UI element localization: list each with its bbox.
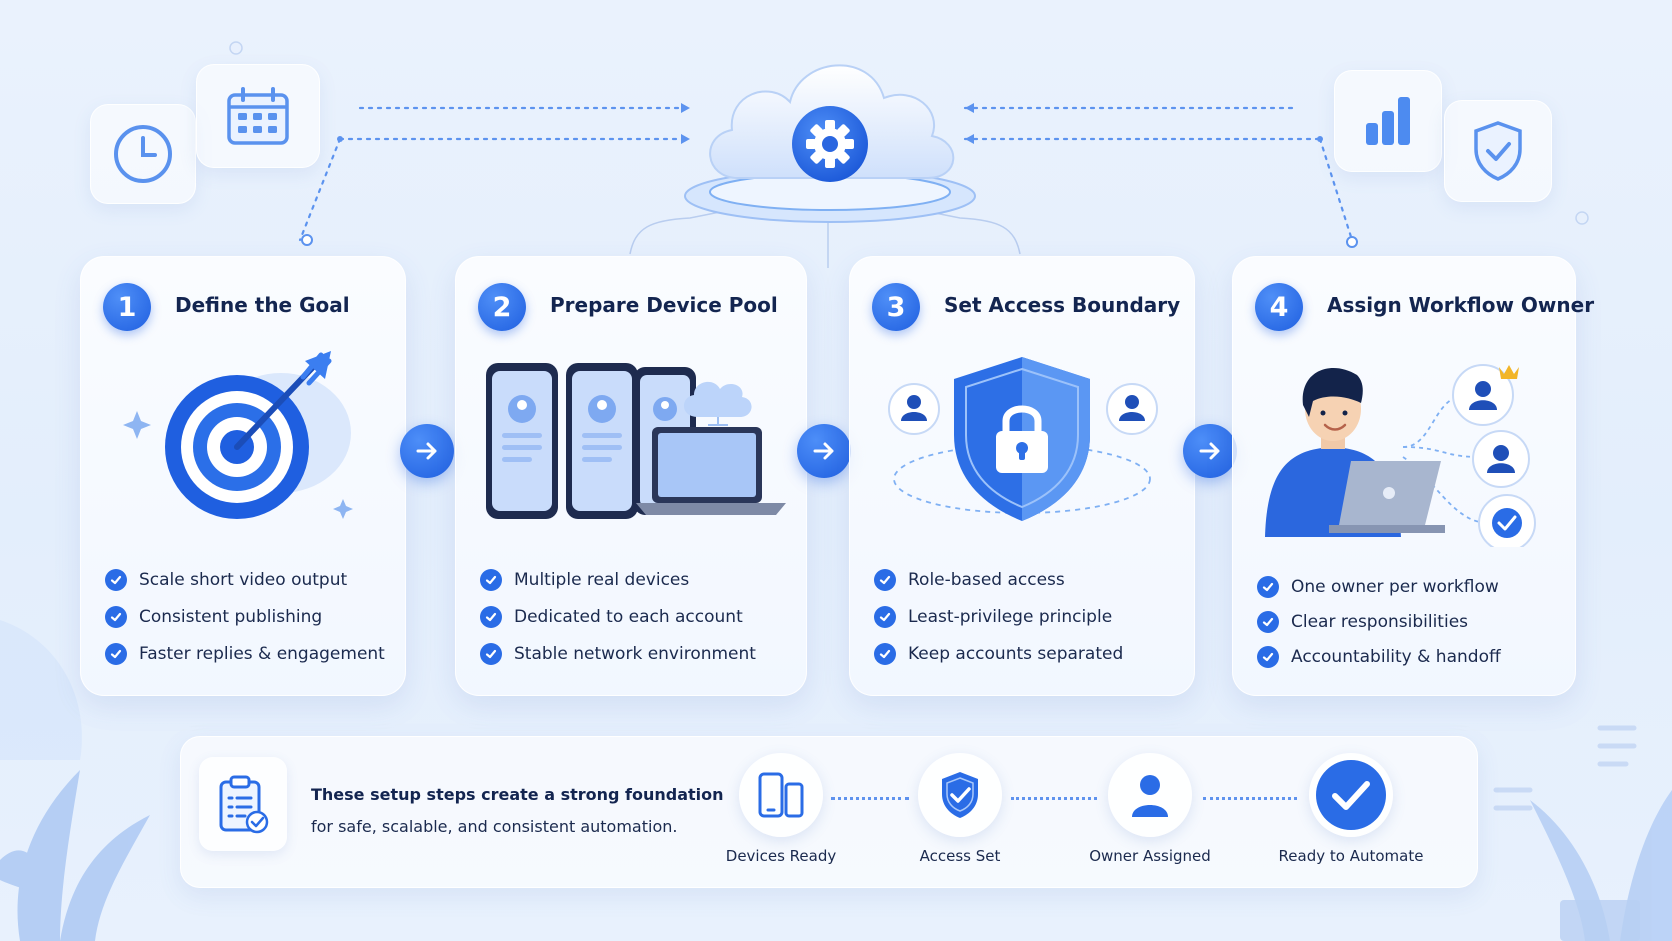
next-arrow-icon [400,424,454,478]
summary-panel: These setup steps create a strong founda… [180,736,1478,888]
list-item: Faster replies & engagement [105,635,385,672]
calendar-icon [227,87,289,145]
calendar-tile [196,64,320,168]
next-arrow-icon [797,424,851,478]
step-bullets: One owner per workflow Clear responsibil… [1257,569,1501,674]
check-icon [480,642,502,665]
list-item: Accountability & handoff [1257,639,1501,674]
step-title: Assign Workflow Owner [1327,293,1595,317]
check-icon [1257,610,1279,633]
step-number-badge: 3 [872,283,920,331]
stage-connector [1203,797,1297,800]
list-item: Keep accounts separated [874,635,1123,672]
cloud-gear-icon [684,64,976,223]
shield-check-icon [942,772,978,818]
list-item: One owner per workflow [1257,569,1501,604]
step-bullets: Scale short video output Consistent publ… [105,561,385,672]
list-item: Stable network environment [480,635,756,672]
stage-devices-ready: Devices Ready [706,753,856,865]
check-icon [874,605,896,628]
stage-access-set: Access Set [885,753,1035,865]
list-item: Consistent publishing [105,598,385,635]
shield-lock-icon [888,357,1158,521]
check-icon [105,568,127,591]
clock-icon [114,125,172,183]
step-number-badge: 4 [1255,283,1303,331]
clock-tile [90,104,196,204]
bar-chart-icon [1366,97,1410,145]
check-icon [480,568,502,591]
clipboard-tile [199,757,287,851]
list-item: Clear responsibilities [1257,604,1501,639]
step-number-badge: 1 [103,283,151,331]
list-item: Multiple real devices [480,561,756,598]
step-title: Set Access Boundary [944,293,1181,317]
stage-owner-assigned: Owner Assigned [1075,753,1225,865]
check-icon [105,605,127,628]
list-item: Dedicated to each account [480,598,756,635]
list-item: Scale short video output [105,561,385,598]
phones-laptop-cloud-icon [486,363,786,519]
check-icon [480,605,502,628]
clipboard-check-icon [219,775,269,834]
shield-tile [1444,100,1552,202]
step-card-3: 3 Set Access Boundary Role-based access … [849,256,1195,696]
step-card-1: 1 Define the Goal Scale short video outp… [80,256,406,696]
check-icon [874,568,896,591]
step-card-4: 4 Assign Workflow Owner One owner per wo… [1232,256,1594,696]
check-icon [1257,575,1279,598]
summary-subline: for safe, scalable, and consistent autom… [311,817,678,836]
step-bullets: Multiple real devices Dedicated to each … [480,561,756,672]
stage-connector [1011,797,1097,800]
stage-ready-to-automate: Ready to Automate [1276,753,1426,865]
stage-connector [831,797,909,800]
summary-headline: These setup steps create a strong founda… [311,785,724,804]
chart-tile [1334,70,1442,172]
step-title: Define the Goal [175,293,350,317]
step-card-2: 2 Prepare Device Pool Multiple real devi… [455,256,807,696]
check-icon [874,642,896,665]
list-item: Least-privilege principle [874,598,1123,635]
shield-check-icon [1474,121,1522,181]
user-icon [1132,775,1168,817]
step-number-badge: 2 [478,283,526,331]
check-icon [1257,645,1279,668]
step-bullets: Role-based access Least-privilege princi… [874,561,1123,672]
devices-icon [758,772,804,818]
check-circle-icon [1316,760,1386,830]
target-arrow-icon [123,351,353,519]
check-icon [105,642,127,665]
step-title: Prepare Device Pool [550,293,778,317]
person-laptop-owners-icon [1265,364,1536,547]
list-item: Role-based access [874,561,1123,598]
next-arrow-icon [1183,424,1237,478]
